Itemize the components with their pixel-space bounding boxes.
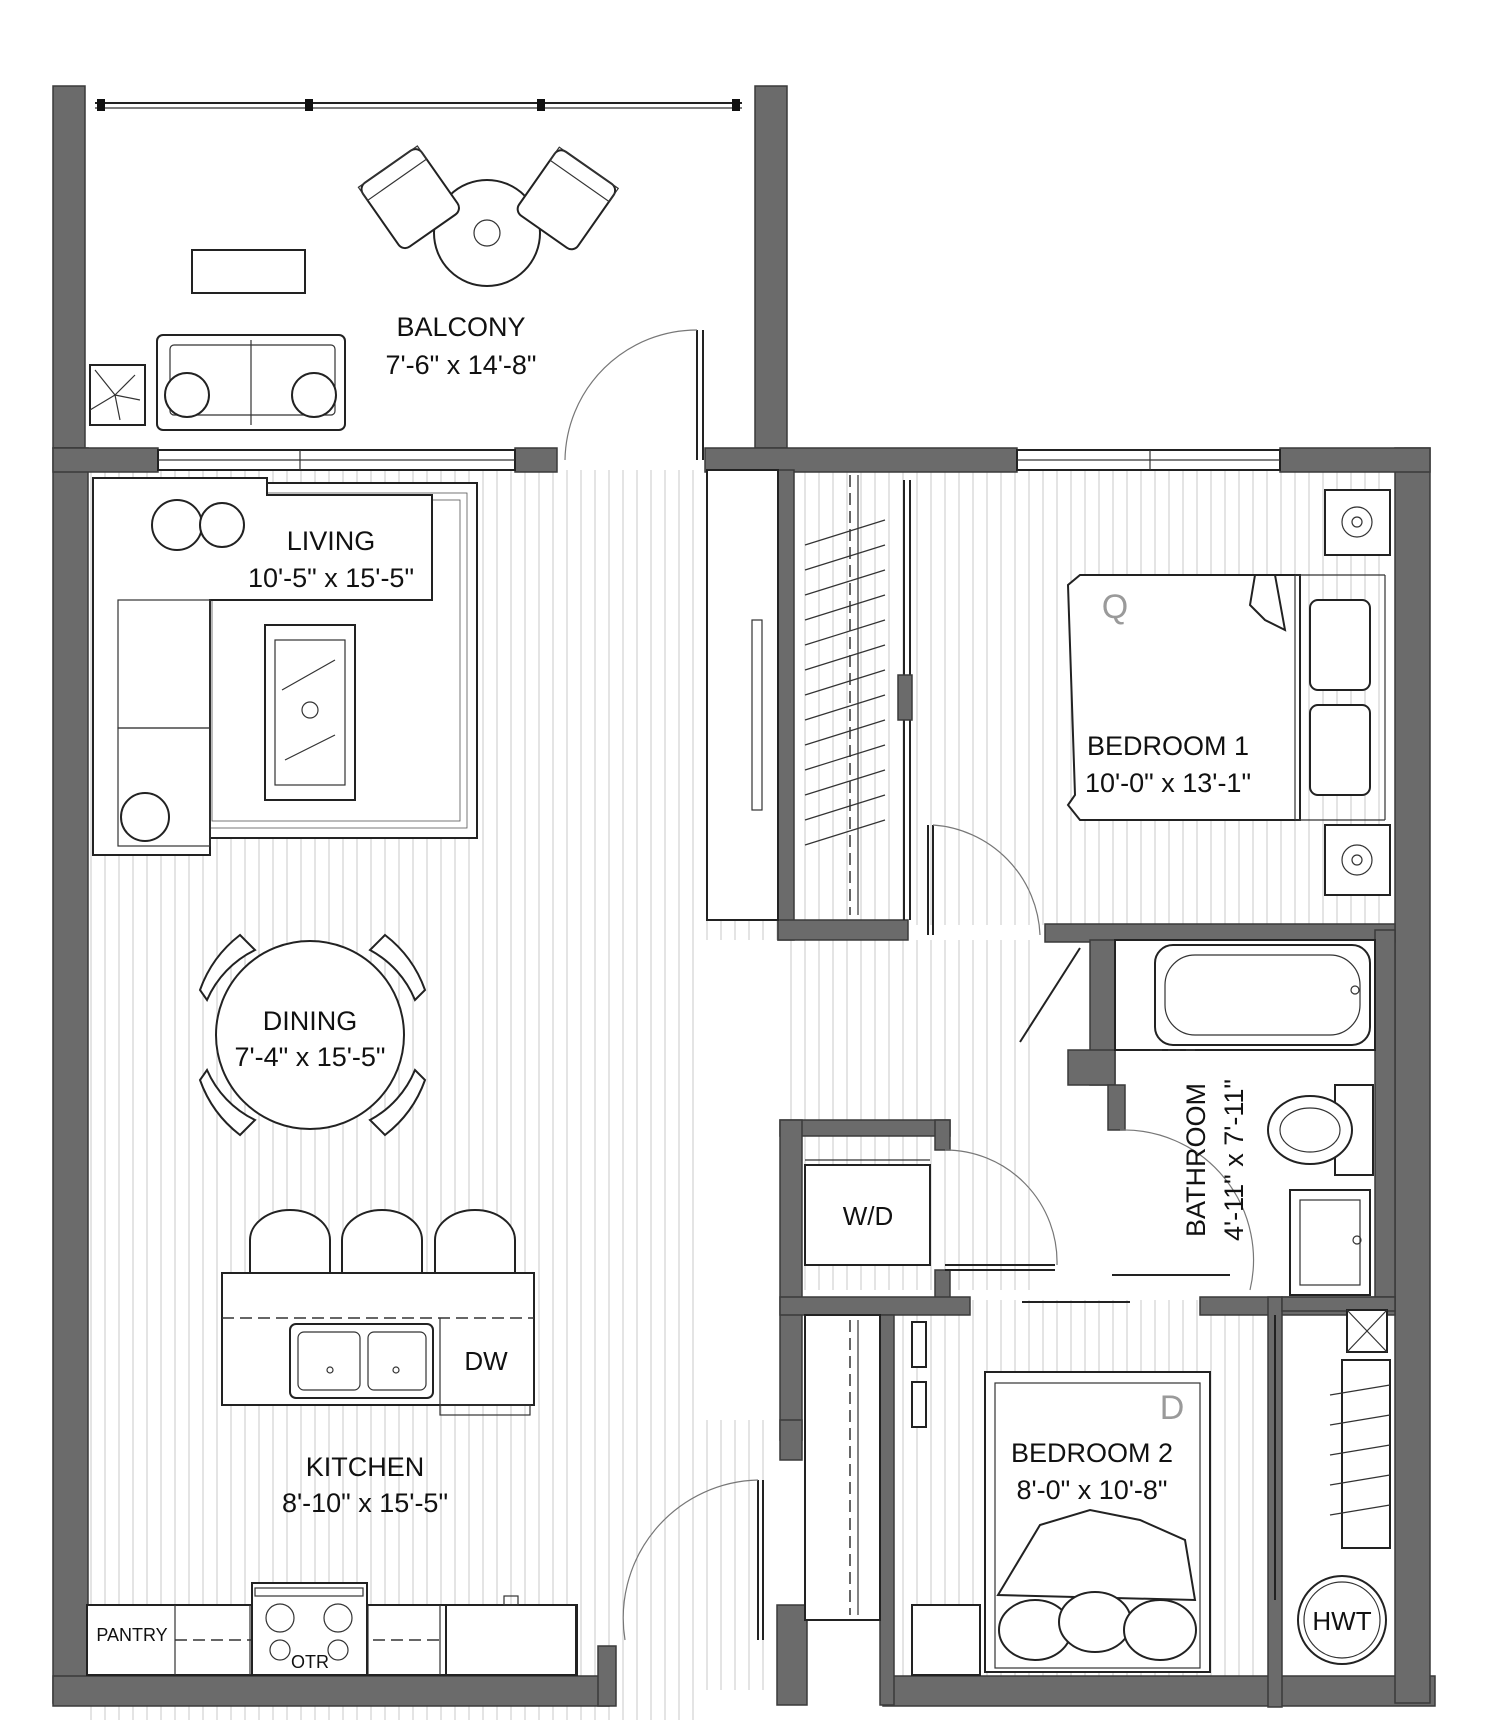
entry-wall — [776, 1604, 808, 1706]
dining-table — [215, 940, 405, 1130]
dining-chair — [368, 1068, 427, 1137]
laundry — [804, 1159, 931, 1266]
bedroom1-bed-size: Q — [1102, 588, 1128, 626]
hall-closet — [706, 469, 779, 921]
otr-label: OTR — [291, 1652, 329, 1672]
laundry-left-wall — [779, 1119, 803, 1441]
hwt-label: HWT — [1312, 1606, 1371, 1636]
doors — [564, 329, 1255, 1641]
bar-stool — [249, 1209, 331, 1274]
living-name: LIVING — [287, 526, 376, 556]
living-furniture — [92, 477, 478, 856]
kitchen-sink — [289, 1323, 434, 1399]
bedroom1-name: BEDROOM 1 — [1087, 731, 1249, 761]
bathroom-door — [1019, 947, 1081, 1043]
closet-bottom-wall — [777, 919, 909, 941]
dining-dims: 7'-4" x 15'-5" — [234, 1042, 385, 1072]
top-wall-4 — [1279, 447, 1431, 473]
bedroom2-dims: 8'-0" x 10'-8" — [1016, 1475, 1167, 1505]
bedroom1-furniture — [706, 469, 1391, 921]
hwt-top-wall — [1281, 1296, 1396, 1312]
nightstand — [1324, 824, 1391, 896]
exterior-walls — [52, 85, 1436, 1707]
pantry-label: PANTRY — [96, 1625, 167, 1645]
balcony-right-wall — [754, 85, 788, 449]
dining-chair — [368, 933, 427, 1002]
nightstand — [1324, 489, 1391, 556]
kitchen-name: KITCHEN — [306, 1452, 425, 1482]
bath-jamb-2 — [1107, 1084, 1126, 1131]
right-wall — [1394, 447, 1431, 1704]
bathtub — [1154, 944, 1371, 1046]
washer-dryer — [804, 1164, 931, 1266]
closet-left-wall — [777, 469, 795, 941]
refrigerator — [445, 1604, 577, 1676]
bathroom-sink — [1289, 1189, 1371, 1296]
queen-bed — [1066, 574, 1301, 821]
bottom-wall-right — [882, 1675, 1436, 1707]
dishwasher-label: DW — [464, 1346, 508, 1376]
bath-jamb — [1067, 1049, 1116, 1086]
dining-chair — [198, 1067, 257, 1137]
balcony-bench — [191, 249, 306, 294]
room-labels: BALCONY 7'-6" x 14'-8" LIVING 10'-5" x 1… — [234, 312, 1251, 1518]
dining-name: DINING — [263, 1006, 358, 1036]
laundry-top-wall — [779, 1119, 951, 1137]
balcony-table — [433, 179, 541, 287]
interior-walls — [597, 469, 1396, 1708]
decor-icon — [301, 701, 319, 719]
dresser — [911, 1604, 981, 1676]
balcony-name: BALCONY — [396, 312, 525, 342]
kitchen-furniture — [86, 1209, 578, 1676]
balcony-furniture — [89, 145, 620, 431]
bedroom2-closet-2 — [1341, 1359, 1391, 1549]
bedroom2-furniture — [804, 1314, 1391, 1676]
bedroom2-name: BEDROOM 2 — [1011, 1438, 1173, 1468]
laundry-jamb — [934, 1119, 951, 1151]
fixture-labels: W/D DW PANTRY OTR HWT — [96, 1201, 1371, 1672]
bar-stool — [434, 1209, 516, 1274]
bathroom-fixtures — [1114, 939, 1388, 1353]
balcony-left-wall — [52, 85, 86, 449]
closet-hangers — [804, 475, 886, 915]
toilet — [1267, 1095, 1353, 1165]
top-wall-1 — [52, 447, 159, 473]
sectional-sofa — [92, 477, 433, 856]
dining-chair — [198, 933, 257, 1003]
bottom-wall-left — [52, 1675, 610, 1707]
laundry-jamb-2 — [934, 1269, 951, 1301]
kitchen-dims: 8'-10" x 15'-5" — [282, 1488, 448, 1518]
washer-dryer-label: W/D — [843, 1201, 894, 1231]
bathroom-dims: 4'-11" x 7'-11" — [1219, 1079, 1249, 1241]
dining-furniture — [198, 933, 427, 1137]
balcony-dims: 7'-6" x 14'-8" — [385, 350, 536, 380]
closet2-wall — [779, 1419, 803, 1461]
bed2-left-wall — [879, 1314, 895, 1706]
coffee-table — [264, 624, 356, 801]
hot-water-tank — [1297, 1575, 1387, 1665]
bath-right-wall — [1374, 929, 1396, 1301]
left-wall — [52, 447, 89, 1704]
bedroom2-closet-front — [804, 1314, 881, 1621]
living-dims: 10'-5" x 15'-5" — [248, 563, 414, 593]
bedroom1-dims: 10'-0" x 13'-1" — [1085, 768, 1251, 798]
bedroom2-bed-size: D — [1160, 1389, 1185, 1427]
windows — [95, 99, 1281, 471]
bar-stool — [341, 1209, 423, 1274]
bathroom-name: BATHROOM — [1181, 1083, 1211, 1237]
top-wall-2 — [514, 447, 558, 473]
laundry-bottom-wall — [779, 1296, 971, 1316]
entry-stub — [597, 1645, 617, 1707]
top-wall-3 — [704, 447, 1018, 473]
